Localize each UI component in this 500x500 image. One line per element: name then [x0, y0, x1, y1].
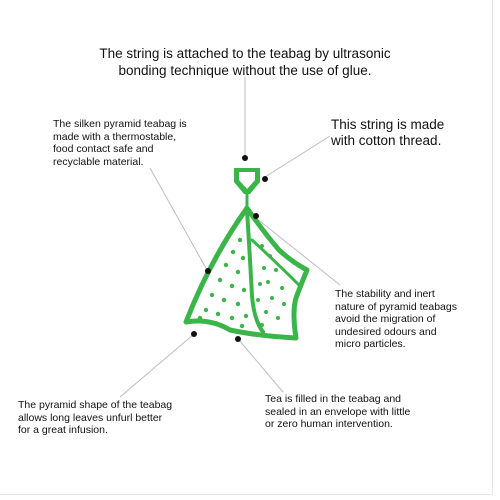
- leader-line-stability: [255, 217, 341, 286]
- teabag-fold-line-inner: [250, 238, 302, 288]
- annotation-stability: The stability and inert nature of pyrami…: [335, 288, 457, 351]
- leader-line-tea-filling: [238, 339, 284, 393]
- teabag-tag: [234, 168, 260, 194]
- teabag-outline: [183, 205, 310, 341]
- marker-dot-material: [205, 268, 211, 274]
- annotation-string: This string is made with cotton thread.: [331, 117, 445, 148]
- pyramid-teabag: [183, 205, 310, 341]
- marker-dot-bonding: [242, 155, 248, 161]
- teabag-fold-line: [245, 208, 265, 334]
- marker-dot-pyramid-shape: [191, 331, 197, 337]
- leader-line-material: [149, 167, 208, 271]
- annotation-bonding: The string is attached to the teabag by …: [99, 46, 391, 78]
- leader-line-string: [264, 135, 331, 178]
- annotation-tea-filling: Tea is filled in the teabag and sealed i…: [265, 393, 411, 431]
- annotation-material: The silken pyramid teabag is made with a…: [53, 118, 187, 168]
- annotation-pyramid-shape: The pyramid shape of the teabag allows l…: [18, 399, 173, 437]
- marker-dot-tea-filling: [235, 336, 241, 342]
- leader-line-pyramid-shape: [119, 333, 195, 398]
- tea-particles: [197, 237, 286, 329]
- marker-dot-string: [262, 176, 268, 182]
- marker-dot-stability: [253, 213, 259, 219]
